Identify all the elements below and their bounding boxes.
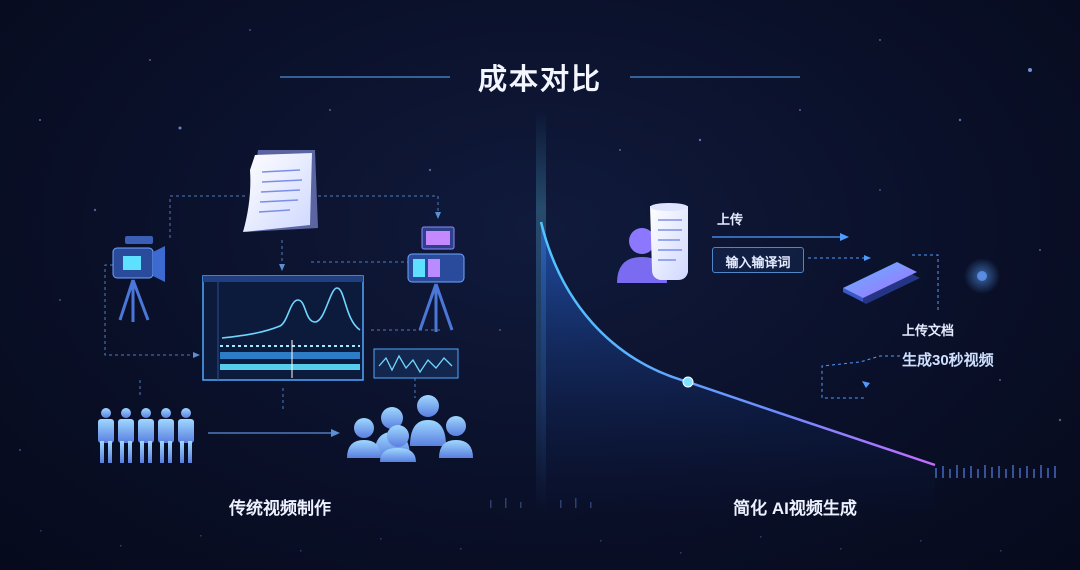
video-camera-icon (112, 236, 165, 322)
script-document-icon (243, 150, 318, 232)
document-tablet-icon (843, 262, 920, 304)
star-field (19, 29, 1062, 451)
arrow-head-icon (862, 381, 870, 388)
arrow-head-icon (864, 255, 871, 261)
ai-generation-caption: 简化 AI视频生成 (733, 499, 857, 518)
arrow-head-icon (331, 429, 340, 437)
step-generate-video-label: 生成30秒视频 (902, 352, 994, 369)
prompt-input-box (712, 247, 804, 273)
upload-doc-connector (912, 254, 939, 310)
page-title: 成本对比 (477, 64, 602, 96)
step-prompt-label: 输入输译词 (725, 255, 791, 270)
arrow-head-icon (279, 264, 285, 271)
bottom-particle-field (40, 498, 1002, 554)
generate-connector (821, 355, 900, 399)
arrow-head-icon (840, 233, 849, 241)
bottom-equalizer (935, 465, 1056, 478)
traditional-production-caption: 传统视频制作 (229, 499, 331, 518)
audience-group-icon (347, 395, 473, 462)
waveform-chart (221, 287, 361, 339)
audio-waveform-panel (373, 348, 459, 379)
step-upload-label: 上传 (717, 212, 744, 227)
production-crew-icon (98, 408, 194, 463)
arrow-head-icon (435, 212, 441, 219)
cost-curve-fill (541, 222, 935, 510)
workflow-connectors (104, 195, 440, 412)
glow-orb-core (977, 271, 987, 281)
ai-cost-curve (539, 221, 936, 510)
step-upload-document-label: 上传文档 (902, 323, 955, 338)
curve-point-marker (682, 376, 694, 388)
traditional-workflow-diagram (98, 150, 473, 463)
editing-monitor (202, 275, 364, 381)
arrow-head-icon (193, 352, 200, 358)
script-scroll-icon (650, 203, 688, 280)
video-camera-icon (407, 226, 465, 332)
